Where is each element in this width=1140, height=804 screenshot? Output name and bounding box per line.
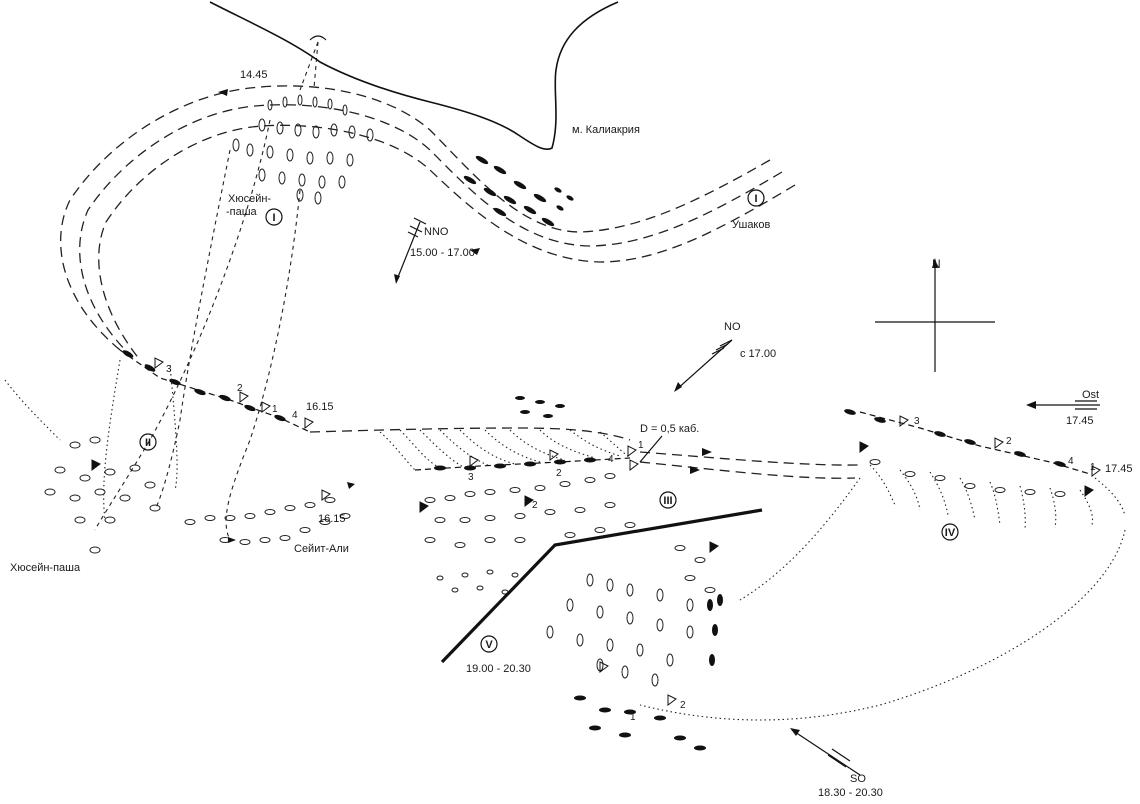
wind-ost-label: Ost bbox=[1082, 389, 1099, 401]
wind-arrow-ost bbox=[1026, 400, 1100, 410]
cape-fort-icon bbox=[299, 35, 327, 91]
flag-num: 4 bbox=[292, 410, 298, 421]
husein-pasha-label-top-2: -паша bbox=[226, 206, 258, 218]
russian-ships-phase-5 bbox=[574, 594, 723, 751]
turkish-fleet-phase-4 bbox=[869, 459, 1066, 497]
russian-fleet-course bbox=[60, 85, 796, 361]
turkish-fleet-phase-2 bbox=[44, 436, 161, 554]
flag-num: 2 bbox=[237, 383, 243, 394]
flag-num: 2 bbox=[1006, 436, 1012, 447]
time-1615-b: 16.15 bbox=[318, 513, 346, 525]
seyit-ali-squadron bbox=[184, 497, 351, 545]
coastline bbox=[209, 1, 619, 151]
russian-line-of-battle bbox=[119, 349, 1091, 479]
phase-2-label: II bbox=[145, 437, 151, 449]
wind-arrow-no bbox=[674, 339, 733, 392]
turkish-fleet-phase-5 bbox=[546, 545, 716, 687]
wind-no-label: NO bbox=[724, 321, 741, 333]
turkish-fleet-phase-3 bbox=[424, 473, 636, 595]
turkish-fleet-at-anchor bbox=[232, 94, 374, 205]
flag-num: 3 bbox=[166, 364, 172, 375]
time-1745: 17.45 bbox=[1105, 463, 1133, 475]
compass-rose bbox=[875, 258, 995, 372]
flag-num: 1 bbox=[1090, 462, 1096, 473]
flagships bbox=[91, 357, 1101, 706]
wind-nno-time: 15.00 - 17.00 bbox=[410, 247, 475, 259]
flag-num: 3 bbox=[468, 472, 474, 483]
time-1900-2030: 19.00 - 20.30 bbox=[466, 663, 531, 675]
flag-num: 3 bbox=[914, 416, 920, 427]
flag-num: 4 bbox=[1068, 456, 1074, 467]
phase-3-turns bbox=[379, 429, 631, 471]
flag-num: 2 bbox=[532, 500, 538, 511]
flag-num: 4 bbox=[608, 454, 614, 465]
flag-num: 1 bbox=[630, 712, 636, 723]
time-1615-a: 16.15 bbox=[306, 401, 334, 413]
husein-pasha-label-top: Хюсейн- bbox=[228, 193, 271, 205]
wind-no-time: с 17.00 bbox=[740, 348, 776, 360]
husein-pasha-label-left: Хюсейн-паша bbox=[10, 562, 81, 574]
ushakov-label: Ушаков bbox=[732, 219, 770, 231]
battle-line-ships bbox=[122, 350, 1066, 471]
flag-num: 1 bbox=[638, 440, 644, 451]
flag-num: 2 bbox=[680, 700, 686, 711]
distance-pointer bbox=[639, 435, 663, 463]
phase-1b-label: I bbox=[754, 193, 757, 205]
cape-label: м. Калиакрия bbox=[572, 124, 640, 136]
flag-num: 1 bbox=[272, 404, 278, 415]
phase-5-label: V bbox=[485, 639, 493, 651]
wind-arrow-nno bbox=[394, 217, 427, 284]
wind-nno-label: NNO bbox=[424, 226, 449, 238]
distance-label: D = 0,5 каб. bbox=[640, 423, 699, 435]
flag-num: 2 bbox=[556, 468, 562, 479]
wind-so-label: SO bbox=[850, 773, 866, 785]
phase-3-label: III bbox=[663, 495, 672, 507]
wind-arrow-so bbox=[790, 728, 861, 776]
phase-markers: I I II III IV V bbox=[139, 189, 959, 653]
flag-numbers: 3 2 1 4 3 2 4 1 2 3 2 4 1 2 1 bbox=[166, 364, 1096, 723]
wind-so-time: 18.30 - 20.30 bbox=[818, 787, 883, 799]
phase-5-boundary bbox=[440, 508, 763, 664]
russian-squadron-cape bbox=[463, 155, 574, 227]
course-arrows bbox=[218, 89, 712, 543]
turkish-courses bbox=[94, 119, 301, 541]
wind-ost-time: 17.45 bbox=[1066, 415, 1094, 427]
pursuit-track bbox=[4, 359, 1126, 721]
phase-1-label: I bbox=[272, 212, 275, 224]
time-1445: 14.45 bbox=[240, 69, 268, 81]
phase-4-turns bbox=[869, 464, 1126, 531]
north-label: N bbox=[932, 257, 941, 271]
seyit-ali-label: Сейит-Али bbox=[294, 543, 349, 555]
phase-4-label: IV bbox=[945, 527, 956, 539]
